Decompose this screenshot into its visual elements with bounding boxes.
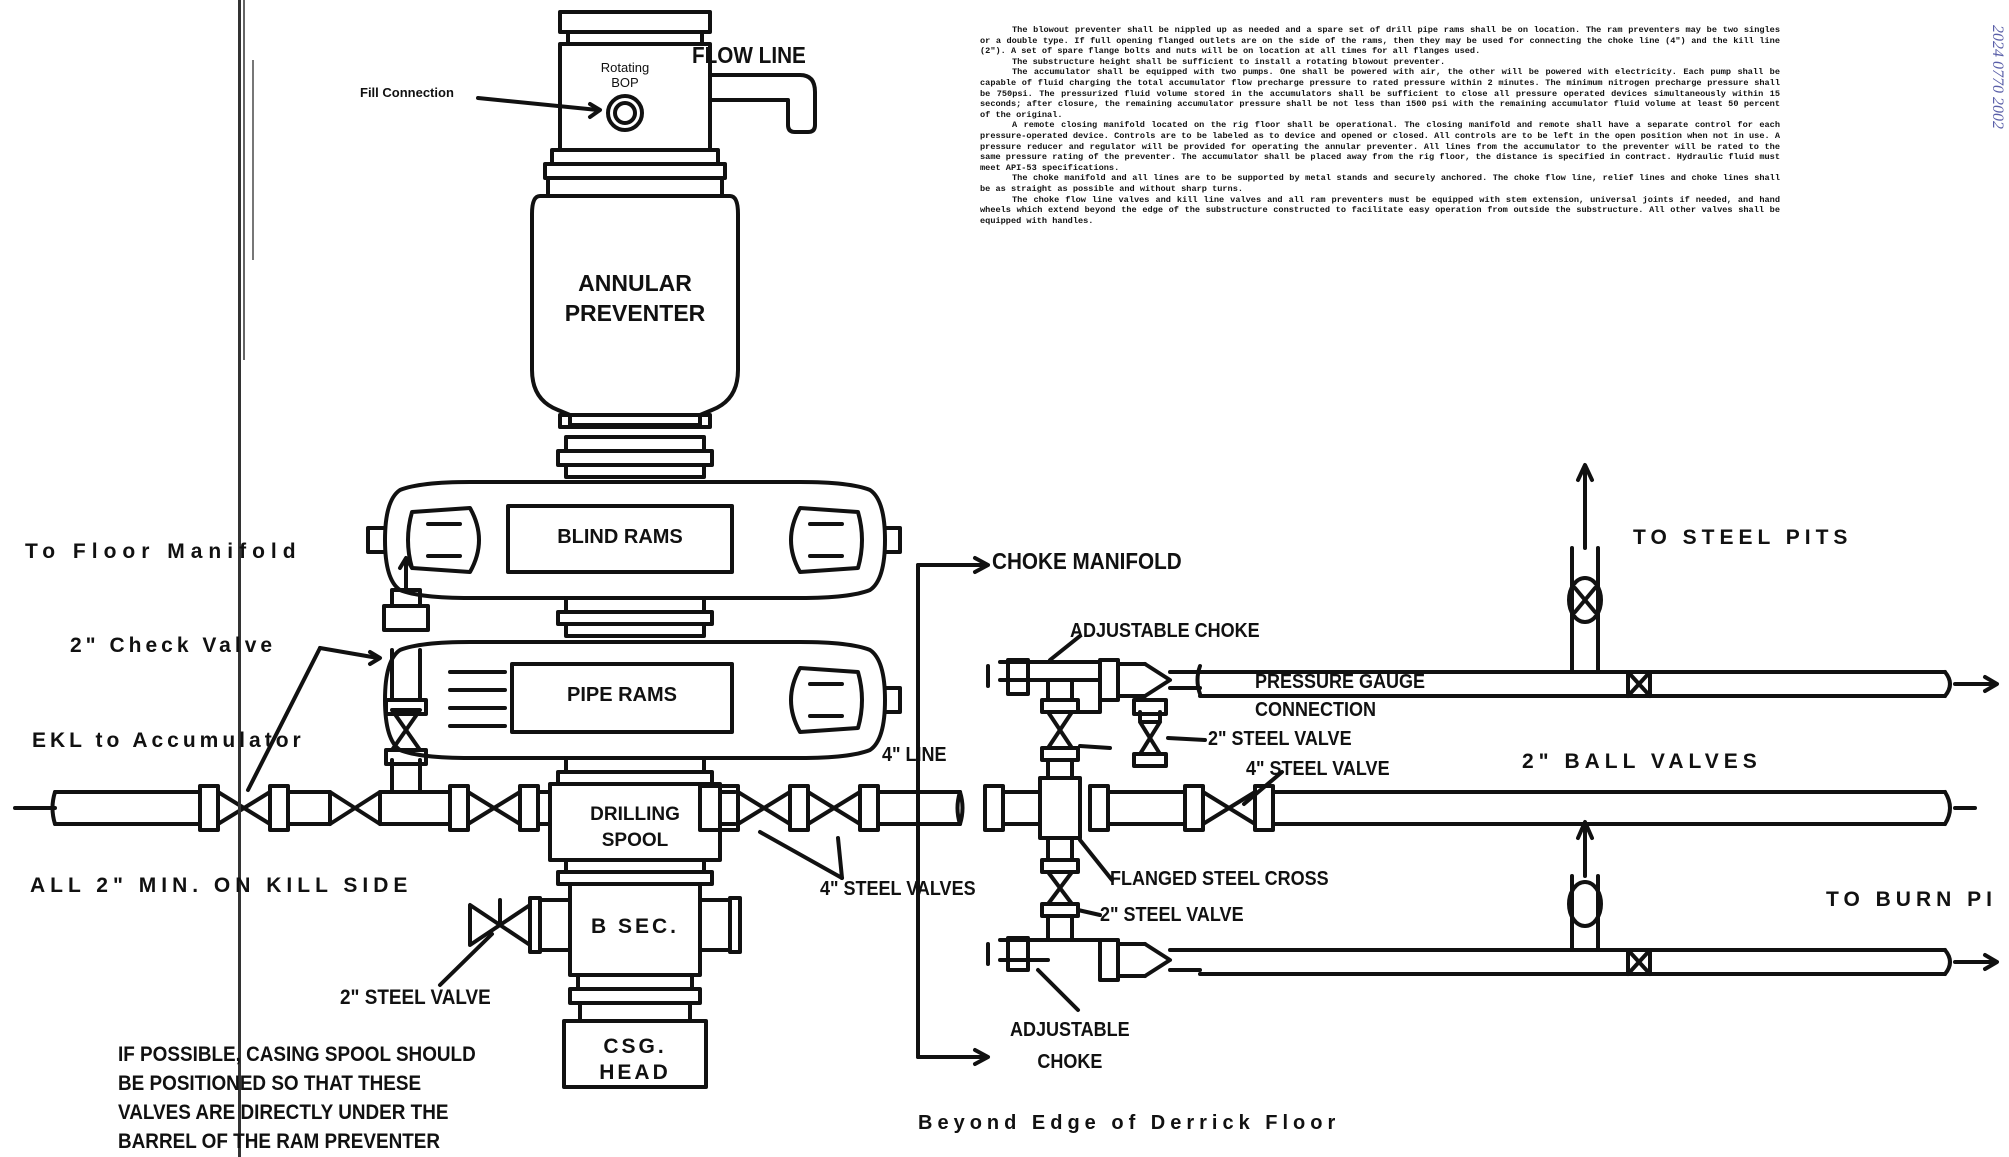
steel-valve-2-a-label: 2" STEEL VALVE — [1208, 728, 1352, 750]
spec-paragraph: A remote closing manifold located on the… — [980, 120, 1780, 173]
b-section-label: B SEC. — [590, 915, 679, 938]
choke-line — [698, 784, 962, 832]
steel-valve-arrow-a2 — [1078, 744, 1112, 750]
annular-preventer — [530, 176, 740, 429]
casing-head-label: CSG. HEAD — [564, 1034, 706, 1086]
fill-connection-label: Fill Connection — [360, 85, 454, 100]
flow-line-pipe — [708, 73, 817, 134]
flanged-cross-arrow — [1078, 838, 1114, 882]
pipe-rams-label: PIPE RAMS — [566, 684, 678, 706]
flow-line-label: FLOW LINE — [692, 42, 806, 68]
casing-head — [562, 973, 708, 1089]
beyond-edge-label: Beyond Edge of Derrick Floor — [918, 1112, 1341, 1134]
spec-paragraph: The blowout preventer shall be nippled u… — [980, 25, 1780, 57]
adjustable-choke-bottom-line2: CHOKE — [1037, 1051, 1103, 1073]
choke-manifold — [958, 463, 1999, 982]
side-stamp: 2024 0770 2002 — [1989, 25, 2006, 129]
steel-valve-4-label: 4" STEEL VALVE — [1246, 758, 1390, 780]
annular-preventer-label: ANNULAR PREVENTER — [548, 268, 722, 328]
spec-paragraph: The choke flow line valves and kill line… — [980, 194, 1780, 226]
drilling-spool-label: DRILLING SPOOL — [550, 802, 720, 854]
spec-paragraph: The accumulator shall be equipped with t… — [980, 67, 1780, 120]
pipe-rams-preventer — [383, 640, 902, 760]
rotating-bop-line1: Rotating — [600, 60, 650, 75]
adjustable-choke-arrow-top — [1048, 634, 1082, 662]
drilling-spool-line2: SPOOL — [601, 830, 669, 851]
choke-arrow-1 — [758, 830, 844, 880]
b-section — [528, 882, 742, 977]
to-steel-pits-label: TO STEEL PITS — [1633, 526, 1853, 549]
casing-note-line: BARREL OF THE RAM PREVENTER — [118, 1130, 441, 1153]
spec-paragraph: The substructure height shall be suffici… — [1012, 56, 1446, 67]
steel-valve-2-left-label: 2" STEEL VALVE — [340, 986, 491, 1009]
kill-side-label: ALL 2" MIN. ON KILL SIDE — [30, 874, 413, 897]
specification-text: The blowout preventer shall be nippled u… — [980, 25, 1780, 226]
casing-note-line: IF POSSIBLE, CASING SPOOL SHOULD — [118, 1043, 476, 1066]
b-valve-arrow — [438, 932, 494, 987]
drilling-spool-line1: DRILLING — [590, 804, 680, 825]
b-section-valve — [468, 898, 532, 947]
line-4-label: 4" LINE — [882, 744, 947, 766]
pressure-gauge-label: PRESSURE GAUGE CONNECTION — [1255, 668, 1425, 724]
casing-note-line: BE POSITIONED SO THAT THESE — [118, 1072, 422, 1095]
adjustable-choke-bottom-line1: ADJUSTABLE — [1010, 1019, 1130, 1041]
adjustable-choke-bottom-label: ADJUSTABLE CHOKE — [1010, 1014, 1130, 1078]
choke-manifold-bracket — [916, 556, 990, 1066]
adjustable-choke-arrow-bottom — [1036, 968, 1080, 1012]
steel-valve-arrow-a — [1166, 736, 1207, 742]
check-valve-arrow — [318, 646, 380, 660]
casing-spool-note: IF POSSIBLE, CASING SPOOL SHOULD BE POSI… — [118, 1040, 478, 1156]
rotating-bop — [543, 10, 727, 180]
annular-line1: ANNULAR — [578, 270, 692, 296]
blind-rams-label: BLIND RAMS — [557, 526, 683, 548]
pressure-gauge-line1: PRESSURE GAUGE — [1255, 671, 1426, 693]
adjustable-choke-top-label: ADJUSTABLE CHOKE — [1070, 620, 1260, 642]
ball-valves-label: 2" BALL VALVES — [1522, 750, 1762, 773]
steel-valve-2-b-label: 2" STEEL VALVE — [1100, 904, 1244, 926]
steel-valves-4-label: 4" STEEL VALVES — [820, 878, 976, 900]
to-floor-manifold-label: To Floor Manifold — [25, 540, 302, 563]
choke-arrow-2 — [836, 836, 844, 880]
kill-line — [13, 556, 552, 832]
csg-head-line2: HEAD — [599, 1061, 671, 1084]
rotating-bop-label: Rotating BOP — [592, 60, 658, 90]
check-valve-label: 2" Check Valve — [70, 634, 277, 657]
steel-valve-4-arrow — [1242, 770, 1284, 806]
choke-manifold-label: CHOKE MANIFOLD — [992, 548, 1182, 574]
pressure-gauge-line2: CONNECTION — [1255, 699, 1377, 721]
csg-head-line1: CSG. — [603, 1035, 667, 1058]
flanged-cross-label: FLANGED STEEL CROSS — [1110, 868, 1329, 890]
casing-note-line: VALVES ARE DIRECTLY UNDER THE — [118, 1101, 449, 1124]
ekl-accumulator-label: EKL to Accumulator — [32, 729, 305, 752]
spec-paragraph: The choke manifold and all lines are to … — [980, 173, 1780, 194]
rotating-bop-line2: BOP — [611, 75, 639, 90]
blind-rams-preventer — [366, 480, 902, 600]
to-burn-pit-label: TO BURN PI — [1826, 888, 1997, 911]
fill-connection-arrow — [476, 96, 600, 112]
annular-line2: PREVENTER — [564, 300, 706, 326]
check-valve-pointer — [246, 646, 322, 792]
steel-valve-b-arrow — [1076, 908, 1102, 917]
